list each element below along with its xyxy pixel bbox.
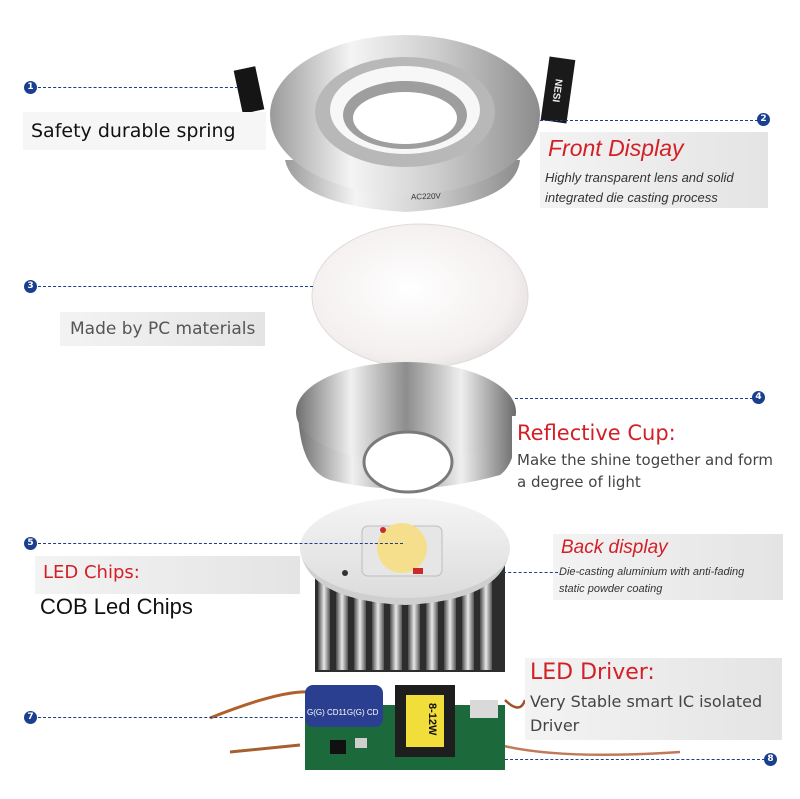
- reflective-cup: [296, 362, 516, 494]
- callout-desc-7-line2: Driver: [530, 716, 580, 735]
- callout-badge-4: 4: [752, 391, 765, 404]
- callout-desc-5-line1: Die-casting aluminium with anti-fading: [559, 566, 745, 578]
- callout-line-1: [38, 87, 238, 88]
- callout-desc-4-line2: a degree of light: [517, 473, 641, 491]
- callout-badge-1: 1: [24, 81, 37, 94]
- callout-panel-1: Safety durable spring: [23, 112, 266, 150]
- callout-line-4: [515, 398, 753, 399]
- capacitor-label: G(G) CD11G(G) CD: [307, 708, 379, 717]
- callout-panel-6: LED Chips:: [35, 556, 300, 594]
- callout-title-6: LED Chips:: [43, 562, 140, 583]
- transformer-label: 8-12W: [426, 703, 438, 736]
- callout-badge-7: 7: [24, 711, 37, 724]
- callout-line-3: [38, 286, 313, 287]
- lens-disc: [311, 223, 529, 369]
- callout-badge-2: 2: [757, 113, 770, 126]
- callout-title-5: Back display: [561, 537, 668, 558]
- callout-title-1: Safety durable spring: [31, 120, 236, 142]
- callout-title-4: Reflective Cup:: [517, 421, 676, 445]
- callout-panel-2: Front Display Highly transparent lens an…: [540, 132, 768, 208]
- callout-panel-4: Reflective Cup: Make the shine together …: [512, 416, 784, 494]
- callout-line-2: [540, 120, 758, 121]
- callout-line-7: [38, 717, 308, 718]
- callout-desc-4-line1: Make the shine together and form: [517, 451, 773, 469]
- callout-desc-7-line1: Very Stable smart IC isolated: [530, 692, 763, 711]
- callout-panel-7: LED Driver: Very Stable smart IC isolate…: [525, 658, 782, 740]
- callout-line-5: [38, 543, 403, 544]
- housing-voltage-label: AC220V: [410, 191, 441, 202]
- callout-panel-3: Made by PC materials: [60, 312, 265, 346]
- callout-subtitle-6: COB Led Chips: [40, 594, 193, 619]
- callout-badge-8: 8: [764, 753, 777, 766]
- callout-title-2: Front Display: [548, 135, 684, 161]
- callout-title-3: Made by PC materials: [70, 319, 256, 339]
- housing-ring: [233, 35, 576, 212]
- heat-sink: [300, 498, 510, 672]
- callout-badge-5: 5: [24, 537, 37, 550]
- callout-line-8: [505, 759, 765, 760]
- callout-desc-2-line2: integrated die casting process: [545, 190, 718, 205]
- callout-panel-5: Back display Die-casting aluminium with …: [553, 534, 783, 600]
- callout-desc-2-line1: Highly transparent lens and solid: [545, 170, 734, 185]
- callout-line-5b: [503, 572, 558, 573]
- callout-desc-5-line2: static powder coating: [559, 583, 663, 595]
- callout-badge-3: 3: [24, 280, 37, 293]
- callout-title-7: LED Driver:: [530, 660, 655, 685]
- cob-chip: [377, 523, 427, 573]
- led-driver-board: [209, 685, 681, 770]
